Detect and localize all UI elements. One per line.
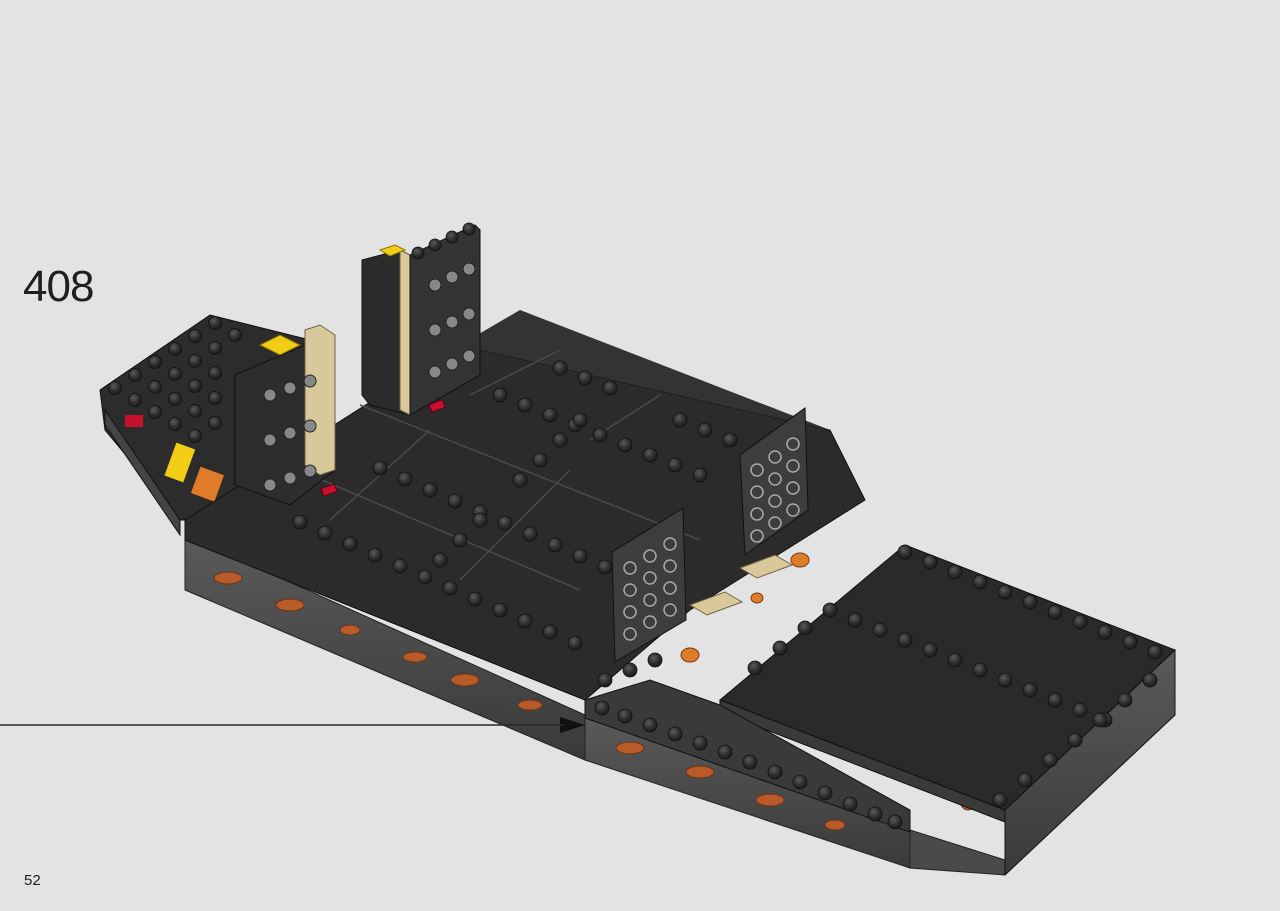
stud-grid-left-wing <box>108 316 242 443</box>
step-number: 408 <box>23 262 94 311</box>
left-upright-tower <box>234 324 336 506</box>
page-number: 52 <box>24 872 41 889</box>
insertion-arrow <box>0 717 585 733</box>
stud-row-front-rail <box>594 652 903 830</box>
chassis-side-wall <box>184 534 1006 876</box>
stud-grid-main <box>292 360 738 651</box>
rear-vertical-plate <box>739 407 809 556</box>
front-vertical-plate <box>611 507 687 663</box>
center-upright-tower <box>361 222 481 416</box>
stud-grid-right <box>747 544 1163 808</box>
tan-connector-plates <box>680 552 810 663</box>
red-tiles <box>320 399 446 497</box>
